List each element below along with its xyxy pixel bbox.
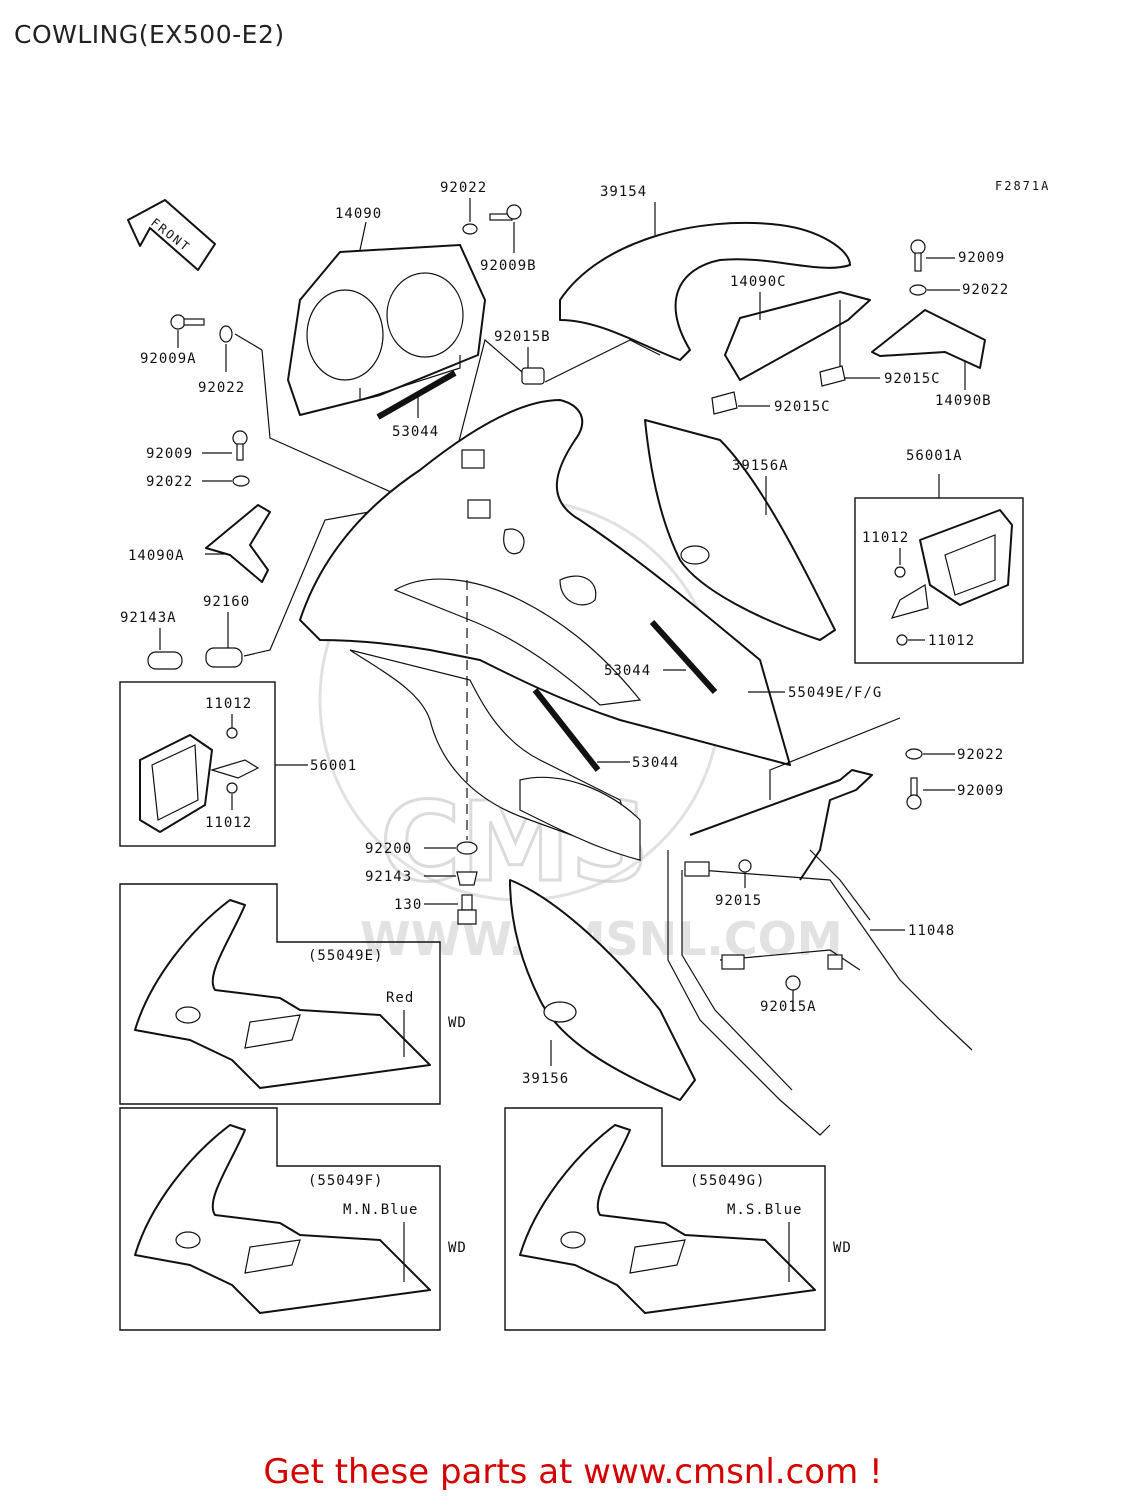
variant-code: (55049F) — [308, 1173, 383, 1189]
variant-wd: WD — [833, 1240, 852, 1256]
variant-code: (55049G) — [690, 1173, 765, 1189]
footer-cta-link[interactable]: Get these parts at www.cmsnl.com ! — [263, 1452, 883, 1492]
grommet-icon — [521, 367, 545, 385]
bracket-14090A-part — [205, 504, 271, 583]
upper-cowl-part — [559, 221, 851, 361]
part-label-11012-a: 11012 — [862, 530, 909, 546]
part-label-92009B: 92009B — [480, 258, 537, 274]
parts-diagram: CMS WWW.CMSNL.COM F2871A FRONT 14090 920… — [119, 179, 1050, 1331]
part-label-92022-right: 92022 — [962, 282, 1009, 298]
part-label-14090A: 14090A — [128, 548, 185, 564]
bolt-icon — [232, 430, 248, 461]
cap-icon — [894, 566, 906, 578]
part-label-92015C-a: 92015C — [884, 371, 941, 387]
figure-code: F2871A — [995, 179, 1050, 193]
part-label-14090B: 14090B — [935, 393, 992, 409]
trim-strip-part — [376, 370, 457, 420]
side-cowl-variant-part — [134, 1124, 431, 1314]
part-label-92022-left: 92022 — [198, 380, 245, 396]
side-cowl-variant-part — [134, 899, 431, 1089]
cap-icon — [896, 634, 908, 646]
part-label-92015: 92015 — [715, 893, 762, 909]
part-label-55049EFG: 55049E/F/G — [788, 685, 882, 701]
washer-icon — [232, 475, 250, 487]
nut-icon — [785, 975, 801, 991]
variant-color: Red — [386, 990, 414, 1006]
part-label-53044-low: 53044 — [632, 755, 679, 771]
part-label-53044-top: 53044 — [392, 424, 439, 440]
nut-icon — [456, 871, 478, 886]
part-label-130: 130 — [394, 897, 422, 913]
meter-cover-part — [287, 244, 486, 416]
variant-color: M.N.Blue — [343, 1202, 418, 1218]
part-label-92143: 92143 — [365, 869, 412, 885]
part-label-92022-top: 92022 — [440, 180, 487, 196]
washer-icon — [905, 748, 923, 760]
mirror-56001-part — [139, 734, 260, 833]
bracket-14090C-part — [724, 291, 871, 381]
variant-wd: WD — [448, 1240, 467, 1256]
part-label-92015A: 92015A — [760, 999, 817, 1015]
part-label-92022-left2: 92022 — [146, 474, 193, 490]
damper-icon — [205, 647, 243, 668]
mirror-56001A-part — [890, 509, 1013, 619]
part-label-11012-d: 11012 — [205, 815, 252, 831]
part-label-92200: 92200 — [365, 841, 412, 857]
variant-box-55049E: (55049E) Red WD — [119, 883, 467, 1105]
bolt-icon — [906, 777, 922, 810]
part-label-11012-c: 11012 — [205, 696, 252, 712]
nut-icon — [738, 859, 752, 873]
part-label-39156A: 39156A — [732, 458, 789, 474]
inner-panel-39156A-part — [644, 419, 836, 641]
clip-icon — [711, 365, 846, 415]
part-label-92009-low: 92009 — [957, 783, 1004, 799]
cap-icon — [226, 782, 238, 794]
washer-icon — [456, 841, 478, 855]
variant-box-55049F: (55049F) M.N.Blue WD — [119, 1107, 467, 1331]
side-cowl-variant-part — [519, 1124, 816, 1314]
bolt-icon — [170, 314, 205, 330]
part-label-92160: 92160 — [203, 594, 250, 610]
cap-icon — [226, 727, 238, 739]
part-label-56001A: 56001A — [906, 448, 963, 464]
part-label-92009A: 92009A — [140, 351, 197, 367]
trim-strip-part — [532, 688, 601, 772]
front-arrow-icon: FRONT — [127, 199, 216, 271]
part-label-39156: 39156 — [522, 1071, 569, 1087]
bracket-14090B-part — [871, 309, 986, 369]
part-label-56001: 56001 — [310, 758, 357, 774]
variant-wd: WD — [448, 1015, 467, 1031]
part-label-11048: 11048 — [908, 923, 955, 939]
page-title: COWLING(EX500-E2) — [14, 20, 285, 49]
part-label-11012-b: 11012 — [928, 633, 975, 649]
spacer-icon — [147, 651, 183, 670]
trim-strip-part — [649, 619, 718, 695]
part-label-14090C: 14090C — [730, 274, 787, 290]
washer-icon — [462, 223, 478, 235]
bolt-icon — [457, 894, 477, 925]
variant-box-55049G: (55049G) M.S.Blue WD — [504, 1107, 852, 1331]
bolt-icon — [489, 204, 522, 221]
part-label-92022-low: 92022 — [957, 747, 1004, 763]
bolt-icon — [910, 239, 926, 272]
part-label-92015B: 92015B — [494, 329, 551, 345]
part-label-92009-right: 92009 — [958, 250, 1005, 266]
part-label-92015C-b: 92015C — [774, 399, 831, 415]
part-label-92143A: 92143A — [120, 610, 177, 626]
main-cowl-part — [299, 399, 791, 861]
variant-code: (55049E) — [308, 948, 383, 964]
part-label-39154: 39154 — [600, 184, 647, 200]
mirror-56001-box — [119, 681, 276, 847]
inner-panel-39156-part — [509, 879, 696, 1101]
part-label-53044-mid: 53044 — [604, 663, 651, 679]
part-label-14090: 14090 — [335, 206, 382, 222]
washer-icon — [219, 325, 233, 343]
variant-color: M.S.Blue — [727, 1202, 802, 1218]
part-label-92009-left: 92009 — [146, 446, 193, 462]
washer-icon — [909, 284, 927, 296]
stay-frame-part — [667, 769, 973, 1136]
